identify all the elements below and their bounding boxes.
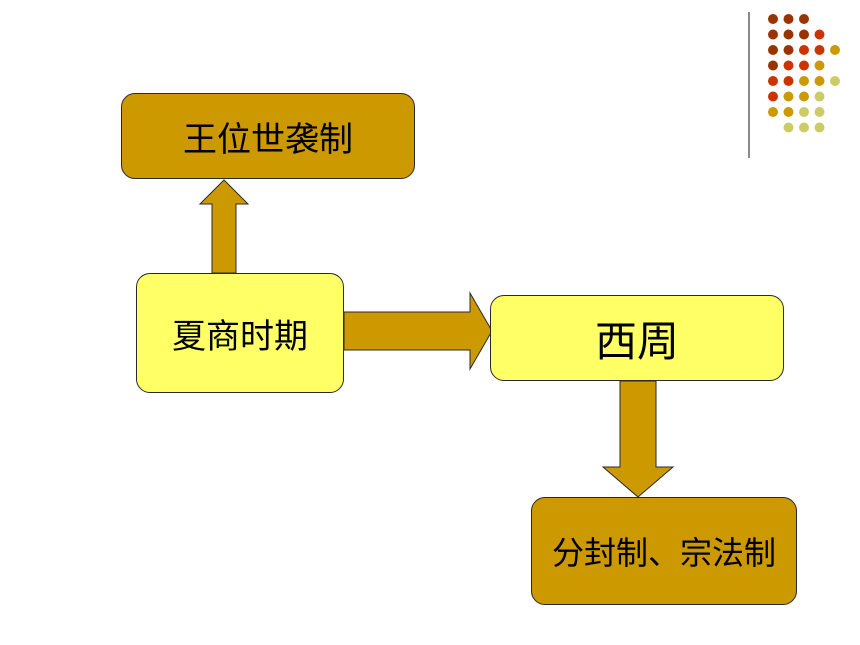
decor-dot <box>783 91 794 102</box>
decor-dot <box>799 122 809 133</box>
decor-dot <box>814 76 825 86</box>
node-feudal-clan-system: 分封制、宗法制 <box>531 497 797 605</box>
decor-dot <box>814 45 825 55</box>
decor-dot <box>768 14 778 24</box>
decor-dot <box>799 14 809 24</box>
decor-dot <box>799 60 809 71</box>
decorative-divider-line <box>748 12 750 158</box>
decor-dot <box>814 91 825 102</box>
decor-dot <box>783 107 794 117</box>
decor-dot <box>768 91 778 102</box>
node-xia-shang-period: 夏商时期 <box>136 273 344 393</box>
decor-dot <box>768 45 778 55</box>
node-hereditary-label: 王位世袭制 <box>183 119 353 160</box>
decor-dot <box>799 76 809 86</box>
arrow-down-to-feudal <box>601 380 675 498</box>
decor-dot <box>783 122 794 133</box>
arrow-right-to-western-zhou <box>343 291 493 371</box>
decor-dot <box>783 76 794 86</box>
decor-dot <box>814 107 825 117</box>
node-western-zhou: 西周 <box>490 295 784 381</box>
arrow-up-to-hereditary <box>198 179 250 274</box>
decor-dot <box>814 60 825 71</box>
decor-dot <box>799 107 809 117</box>
decor-dot <box>783 14 794 24</box>
node-western-zhou-label: 西周 <box>594 316 679 366</box>
decor-dot <box>783 45 794 55</box>
decor-dot <box>768 60 778 71</box>
decor-dot <box>814 29 825 40</box>
node-feudal-clan-label: 分封制、宗法制 <box>551 534 776 572</box>
decor-dot <box>830 76 840 86</box>
decor-dot <box>768 29 778 40</box>
decor-dot <box>799 91 809 102</box>
decor-dot <box>814 122 825 133</box>
decor-dot <box>783 60 794 71</box>
decor-dot <box>768 76 778 86</box>
decor-dot <box>799 45 809 55</box>
decor-dot <box>783 29 794 40</box>
decor-dot <box>768 107 778 117</box>
node-hereditary-kingship: 王位世袭制 <box>121 93 415 179</box>
decor-dot <box>830 45 840 55</box>
decor-dot <box>799 29 809 40</box>
node-xia-shang-label: 夏商时期 <box>172 316 308 357</box>
